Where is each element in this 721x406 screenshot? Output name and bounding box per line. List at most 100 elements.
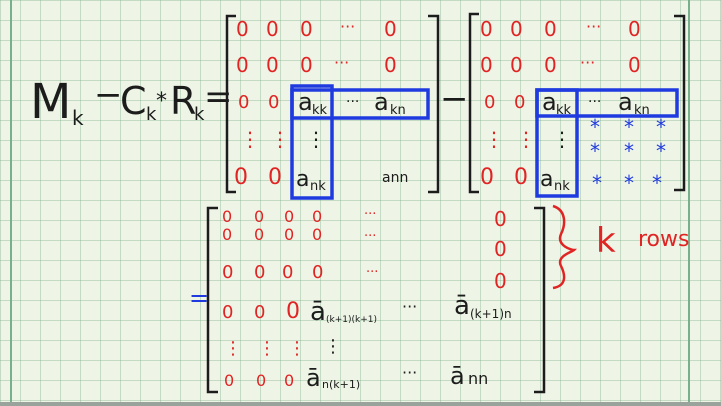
m2-star-r1-c2: * bbox=[624, 115, 634, 139]
m2-ank: a bbox=[540, 167, 553, 192]
m2-star-r2-c1: * bbox=[590, 139, 600, 163]
m1-vdots-c2: ⋮ bbox=[270, 127, 290, 151]
m1-row-box bbox=[290, 88, 430, 120]
res-abar-k1n: ā bbox=[454, 291, 470, 321]
m2-vdots-c3: ⋮ bbox=[552, 127, 572, 151]
res-rk1-dots: ··· bbox=[402, 297, 417, 316]
m2-star-r1-c1: * bbox=[590, 115, 600, 139]
m1-rk-dots: ··· bbox=[346, 94, 359, 110]
result-left-bracket bbox=[206, 206, 218, 394]
res-r1-c4: 0 bbox=[312, 207, 322, 226]
matrix-2: 0 0 0 ··· 0 0 0 0 ··· 0 0 0 a kk ··· a k… bbox=[468, 12, 686, 198]
res-r1-dots: ··· bbox=[364, 207, 376, 222]
m2-rk-c1: 0 bbox=[484, 92, 495, 113]
lhs-minus: − bbox=[94, 75, 123, 115]
m2-star-r3-c1: * bbox=[592, 171, 602, 195]
m1-akk: a bbox=[298, 88, 313, 116]
lhs-r: R bbox=[170, 79, 196, 123]
matrix-1-right-bracket bbox=[428, 14, 440, 194]
res-vdots-c3: ⋮ bbox=[288, 338, 306, 359]
m1-vdots-c1: ⋮ bbox=[240, 127, 260, 151]
res-r1-c1: 0 bbox=[222, 207, 232, 226]
matrices-minus: − bbox=[440, 79, 469, 119]
res-r2-c1: 0 bbox=[222, 225, 232, 244]
res-rk1-c3: 0 bbox=[286, 299, 300, 324]
res-r2-c3: 0 bbox=[284, 225, 294, 244]
res-r1-c3: 0 bbox=[284, 207, 294, 226]
m2-r1-cn: 0 bbox=[628, 17, 641, 41]
m2-r2-c2: 0 bbox=[510, 53, 523, 77]
notebook-margin-line-left bbox=[10, 0, 12, 406]
m1-r2-c3: 0 bbox=[300, 53, 313, 77]
m1-rn-c1: 0 bbox=[234, 165, 248, 190]
m1-r1-c1: 0 bbox=[236, 17, 249, 41]
m2-vdots-c2: ⋮ bbox=[516, 127, 536, 151]
lhs-c-sub: k bbox=[146, 104, 157, 125]
res-r2-c2: 0 bbox=[254, 225, 264, 244]
m1-r1-c2: 0 bbox=[266, 17, 279, 41]
m2-r2-c3: 0 bbox=[544, 53, 557, 77]
m1-r2-dots: ··· bbox=[334, 53, 349, 72]
m1-ank: a bbox=[296, 167, 309, 192]
result-equals: = bbox=[189, 284, 209, 312]
res-abar-nk1: ā bbox=[306, 364, 321, 392]
m1-vdots-c3: ⋮ bbox=[306, 127, 326, 151]
res-abar-k1k1-sub: (k+1)(k+1) bbox=[326, 315, 377, 325]
matrix-1-left-bracket bbox=[225, 14, 236, 194]
m1-rk-c1: 0 bbox=[238, 92, 249, 113]
res-abar-nn-sub: nn bbox=[468, 369, 488, 388]
res-abar-nn: ā bbox=[450, 362, 465, 390]
result-right-bracket bbox=[534, 206, 546, 394]
lhs-expression: M k − C k * R k = bbox=[30, 74, 233, 130]
m2-akk: a bbox=[542, 88, 557, 116]
m1-akk-sub: kk bbox=[312, 103, 328, 118]
lhs-star: * bbox=[156, 89, 167, 114]
res-rk-dots: ··· bbox=[366, 265, 378, 280]
res-rk-c2: 0 bbox=[254, 262, 265, 283]
matrix-2-left-bracket bbox=[468, 12, 479, 194]
m2-akn: a bbox=[618, 88, 633, 116]
res-vdots-c2: ⋮ bbox=[258, 338, 276, 359]
m1-column-box bbox=[290, 84, 334, 200]
res-rk1-c1: 0 bbox=[222, 302, 233, 323]
res-rk-c4: 0 bbox=[312, 262, 323, 283]
m2-star-r3-c2: * bbox=[624, 171, 634, 195]
m2-star-r2-c2: * bbox=[624, 139, 634, 163]
m2-rk-dots: ··· bbox=[588, 94, 601, 110]
res-abar-k1k1: ā bbox=[310, 297, 326, 327]
res-rn-c2: 0 bbox=[256, 371, 266, 390]
res-abar-nk1-sub: n(k+1) bbox=[322, 378, 360, 391]
res-rn-dots: ··· bbox=[402, 363, 417, 382]
m1-r2-c1: 0 bbox=[236, 53, 249, 77]
window-bottom-edge bbox=[0, 402, 721, 406]
res-r1-c2: 0 bbox=[254, 207, 264, 226]
m1-r2-c2: 0 bbox=[266, 53, 279, 77]
m1-rk-c2: 0 bbox=[268, 92, 279, 113]
m2-rn-c2: 0 bbox=[514, 165, 528, 190]
m1-ank-sub: nk bbox=[310, 179, 326, 194]
res-rn-c3: 0 bbox=[284, 371, 294, 390]
m1-akn: a bbox=[374, 88, 389, 116]
m2-rk-c2: 0 bbox=[514, 92, 525, 113]
res-vdots-c4: ⋮ bbox=[324, 336, 342, 357]
m2-vdots-c1: ⋮ bbox=[484, 127, 504, 151]
matrix-1: 0 0 0 ··· 0 0 0 0 ··· 0 0 0 a kk ··· a k… bbox=[225, 14, 440, 200]
matrix-2-right-bracket bbox=[674, 14, 686, 192]
res-r2-cn: 0 bbox=[494, 237, 507, 261]
res-rk-c3: 0 bbox=[282, 262, 293, 283]
result-matrix: = 0 0 0 0 ··· 0 0 0 0 0 ··· 0 0 0 0 0 ··… bbox=[189, 204, 689, 394]
annotation-rows: rows bbox=[638, 227, 689, 252]
m2-row-box bbox=[535, 88, 679, 118]
m2-r1-dots: ··· bbox=[586, 17, 601, 36]
m1-rn-c2: 0 bbox=[268, 165, 282, 190]
m2-ank-sub: nk bbox=[554, 179, 570, 194]
res-r1-cn: 0 bbox=[494, 207, 507, 231]
res-rk-c1: 0 bbox=[222, 262, 233, 283]
annotation-k: k bbox=[596, 221, 616, 261]
res-r2-dots: ··· bbox=[364, 229, 376, 244]
m2-r2-dots: ··· bbox=[580, 53, 595, 72]
res-rn-c1: 0 bbox=[224, 371, 234, 390]
m2-star-r3-c3: * bbox=[652, 171, 662, 195]
k-rows-curly-brace bbox=[552, 204, 578, 290]
m1-r1-cn: 0 bbox=[384, 17, 397, 41]
